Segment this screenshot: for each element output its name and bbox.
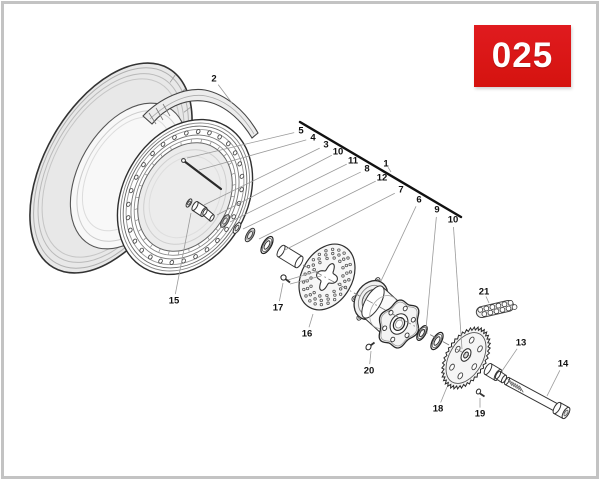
- leader-line-10: [453, 226, 463, 350]
- part-label-2: 2: [211, 74, 216, 85]
- axis-lines: [298, 120, 472, 358]
- sprocket: [440, 325, 492, 391]
- rim-band-strip: [142, 88, 259, 139]
- part-label-7: 7: [398, 185, 403, 196]
- part-label-8: 8: [364, 164, 369, 175]
- leader-line-2: [217, 84, 233, 104]
- part-label-10: 10: [448, 215, 459, 226]
- leader-line-8: [242, 171, 361, 230]
- leader-line-1: [387, 166, 392, 173]
- part-label-10: 10: [333, 147, 344, 158]
- leader-line-5: [186, 132, 295, 159]
- leader-line-4: [198, 139, 307, 171]
- leader-line-3: [203, 147, 320, 206]
- leader-lines: [174, 84, 561, 408]
- leader-line-14: [546, 370, 561, 397]
- leader-line-17: [278, 282, 284, 302]
- leader-line-9: [425, 216, 437, 330]
- leader-line-10: [216, 154, 332, 216]
- part-label-15: 15: [169, 296, 180, 307]
- part-label-13: 13: [516, 338, 527, 349]
- part-label-12: 12: [377, 173, 388, 184]
- axle-group: [475, 362, 571, 420]
- leader-line-15: [174, 212, 192, 295]
- part-label-5: 5: [298, 126, 304, 137]
- hub: [351, 277, 420, 351]
- part-label-3: 3: [323, 140, 328, 151]
- part-label-16: 16: [302, 329, 313, 340]
- page-number-badge: 025: [474, 25, 571, 87]
- part-label-11: 11: [348, 156, 359, 167]
- leader-line-21: [485, 296, 490, 304]
- part-label-21: 21: [479, 287, 490, 298]
- leader-line-7: [282, 192, 395, 252]
- part-label-9: 9: [434, 205, 439, 216]
- part-label-20: 20: [364, 366, 375, 377]
- leader-line-12: [258, 180, 376, 240]
- part-label-14: 14: [558, 359, 569, 370]
- page-number: 025: [491, 36, 554, 75]
- leader-line-16: [308, 313, 314, 328]
- leader-line-13: [501, 348, 518, 372]
- brake-disc: [280, 243, 356, 311]
- bearings: [416, 325, 444, 351]
- leader-line-11: [229, 163, 347, 223]
- rim: [116, 118, 254, 276]
- leader-line-6: [380, 206, 417, 282]
- part-label-17: 17: [273, 303, 284, 314]
- part-label-4: 4: [310, 133, 316, 144]
- chain-segment: [475, 299, 518, 319]
- part-label-6: 6: [416, 195, 421, 206]
- part-label-19: 19: [475, 409, 486, 420]
- part-label-1: 1: [383, 159, 389, 170]
- leader-line-20: [369, 350, 372, 365]
- leader-line-18: [440, 386, 448, 403]
- part-label-18: 18: [433, 404, 444, 415]
